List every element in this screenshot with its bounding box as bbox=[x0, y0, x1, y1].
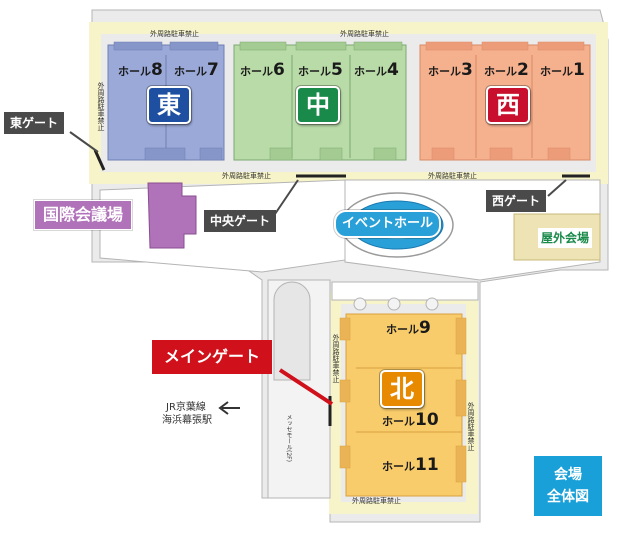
convention-center-label[interactable]: 国際会議場 bbox=[34, 200, 133, 230]
east-gate-label[interactable]: 東ゲート bbox=[4, 112, 65, 134]
no-parking-label-top-east: 外周路駐車禁止 bbox=[150, 30, 199, 38]
convention-center-building bbox=[147, 182, 197, 249]
perimeter-road bbox=[89, 22, 608, 184]
no-parking-label-mid-east: 外周路駐車禁止 bbox=[222, 172, 271, 180]
hall-2-label: ホール2 bbox=[484, 60, 529, 80]
no-parking-label-mid-west: 外周路駐車禁止 bbox=[428, 172, 477, 180]
hall-6-label: ホール6 bbox=[240, 60, 285, 80]
hall-1-label: ホール1 bbox=[540, 60, 585, 80]
central-area-badge: 中 bbox=[296, 86, 340, 124]
hall-10-label: ホール10 bbox=[382, 410, 439, 430]
arrow-left-icon bbox=[218, 401, 240, 415]
no-parking-label-bottom: 外周路駐車禁止 bbox=[352, 497, 401, 505]
no-parking-label-north-left: 外周路駐車禁止 bbox=[332, 334, 340, 383]
hall-9-label: ホール9 bbox=[386, 318, 431, 338]
map-title-line2: 全体図 bbox=[547, 489, 589, 505]
hall-8-label: ホール8 bbox=[118, 60, 163, 80]
main-gate-label[interactable]: メインゲート bbox=[152, 340, 273, 374]
no-parking-label-east-side: 外周路駐車禁止 bbox=[97, 82, 105, 131]
west-area-badge: 西 bbox=[486, 86, 530, 124]
north-area-badge: 北 bbox=[380, 370, 424, 408]
hall-11-label: ホール11 bbox=[382, 455, 439, 475]
jr-station-name: 海浜幕張駅 bbox=[162, 415, 212, 426]
no-parking-label-north-right: 外周路駐車禁止 bbox=[467, 402, 475, 451]
event-hall-label[interactable]: イベントホール bbox=[334, 210, 442, 238]
map-title-line1: 会場 bbox=[554, 467, 582, 483]
hall-4-label: ホール4 bbox=[354, 60, 399, 80]
jr-station-line: JR京葉線 bbox=[166, 402, 206, 413]
hall-5-label: ホール5 bbox=[298, 60, 343, 80]
west-gate-label[interactable]: 西ゲート bbox=[486, 190, 547, 212]
hall-3-label: ホール3 bbox=[428, 60, 473, 80]
hall-7-label: ホール7 bbox=[174, 60, 219, 80]
central-gate-label[interactable]: 中央ゲート bbox=[204, 210, 277, 232]
outdoor-venue-label[interactable]: 屋外会場 bbox=[538, 228, 593, 248]
east-area-badge: 東 bbox=[147, 86, 191, 124]
mall-label: メッセモール(2F) bbox=[285, 414, 292, 462]
map-title-box: 会場 全体図 bbox=[534, 456, 602, 516]
no-parking-label-top-west: 外周路駐車禁止 bbox=[340, 30, 389, 38]
